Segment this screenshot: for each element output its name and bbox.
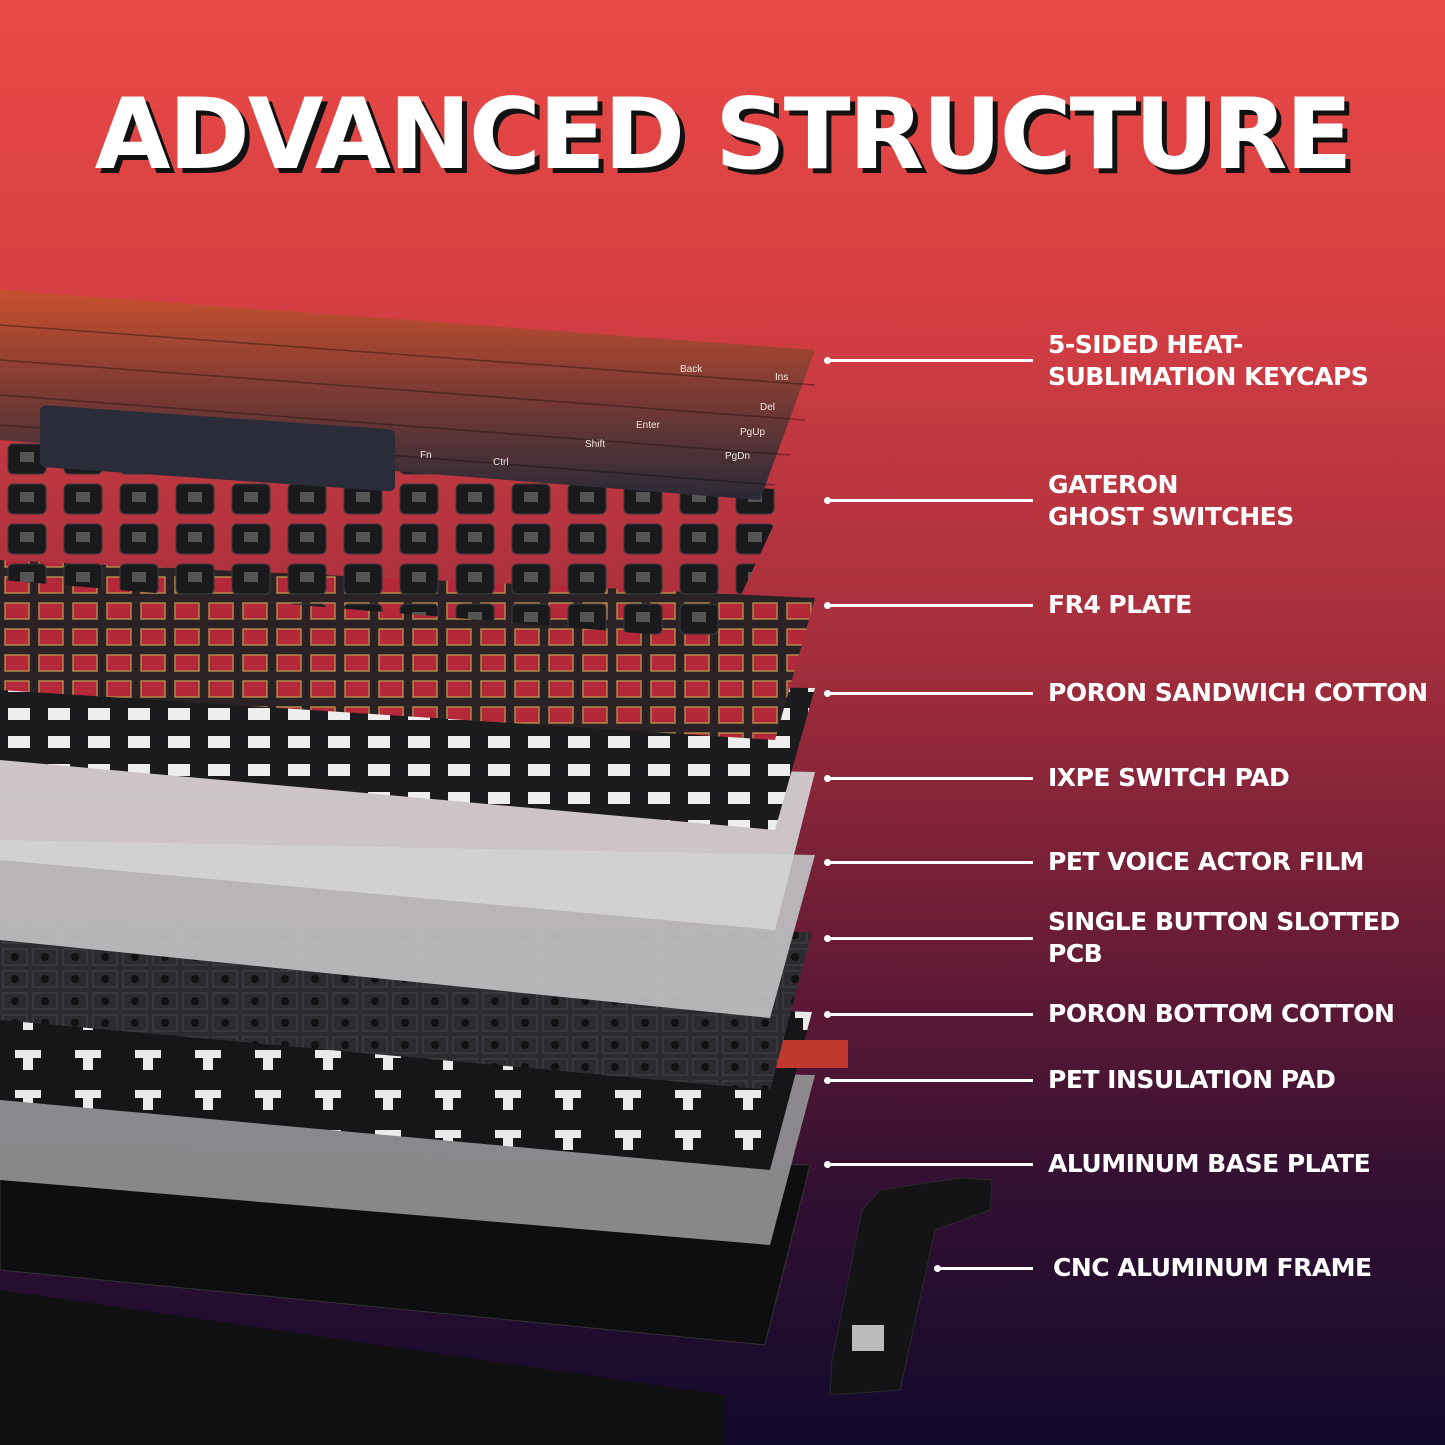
keycap-del: Del: [760, 402, 775, 413]
label-frame: CNC ALUMINUM FRAME: [1053, 1253, 1372, 1282]
gateron-switches: [0, 440, 790, 640]
usb-port-icon: [852, 1325, 884, 1351]
label-keycaps: 5-SIDED HEAT- SUBLIMATION KEYCAPS: [1048, 330, 1369, 391]
leader-line: [824, 1011, 1033, 1018]
label-switches: GATERON GHOST SWITCHES: [1048, 470, 1294, 531]
keycap-ins: Ins: [775, 372, 788, 383]
leader-line: [824, 357, 1033, 364]
keycap-pgup: PgUp: [740, 427, 765, 438]
spacebar-keycap: [40, 405, 395, 492]
keycap-back: Back: [680, 364, 703, 375]
label-poron-sandwich: PORON SANDWICH COTTON: [1048, 678, 1428, 707]
keycap-pgdn: PgDn: [725, 451, 750, 462]
leader-line: [934, 1265, 1033, 1272]
keycap-ctrl: Ctrl: [493, 457, 509, 468]
leader-line: [824, 497, 1033, 504]
leader-line: [824, 859, 1033, 866]
label-pcb: SINGLE BUTTON SLOTTED PCB: [1048, 907, 1400, 968]
label-insulation-pad: PET INSULATION PAD: [1048, 1065, 1336, 1094]
leader-line: [824, 935, 1033, 942]
keycap-fn: Fn: [420, 450, 432, 461]
label-pet-film: PET VOICE ACTOR FILM: [1048, 847, 1364, 876]
cnc-aluminum-frame-bar: [0, 1290, 725, 1445]
leader-line: [824, 775, 1033, 782]
label-poron-bottom: PORON BOTTOM COTTON: [1048, 999, 1395, 1028]
cnc-aluminum-frame-side: [829, 1177, 993, 1396]
label-fr4-plate: FR4 PLATE: [1048, 590, 1192, 619]
label-ixpe: IXPE SWITCH PAD: [1048, 763, 1290, 792]
leader-line: [824, 1077, 1033, 1084]
leader-line: [824, 690, 1033, 697]
leader-line: [824, 602, 1033, 609]
keycap-enter: Enter: [636, 420, 661, 431]
label-base-plate: ALUMINUM BASE PLATE: [1048, 1149, 1371, 1178]
page-title: ADVANCED STRUCTURE: [94, 78, 1353, 192]
keycap-shift: Shift: [585, 439, 605, 450]
leader-line: [824, 1161, 1033, 1168]
